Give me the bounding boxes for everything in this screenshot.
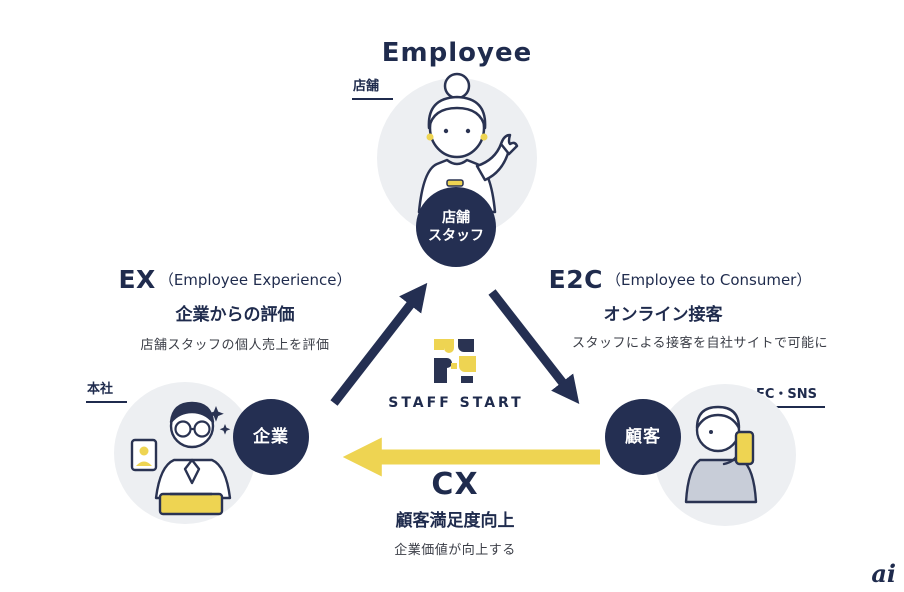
e2c-description: スタッフによる接客を自社サイトで可能に (571, 336, 829, 351)
staff-badge: 店舗 スタッフ (416, 187, 496, 267)
ai-watermark: ai (871, 559, 896, 588)
customer-badge: 顧客 (605, 399, 681, 475)
customer-illustration (652, 382, 798, 528)
store-tag: 店舗 (352, 79, 394, 100)
e2c-heading-abbr: E2C (548, 265, 603, 294)
ex-subtitle: 企業からの評価 (175, 305, 295, 325)
cx-subtitle: 顧客満足度向上 (395, 511, 515, 531)
company-badge: 企業 (233, 399, 309, 475)
customer-illustration-art (654, 384, 796, 526)
company-illustration-art (114, 382, 256, 524)
ec-sns-tag: EC・SNS (755, 387, 826, 408)
cx-description: 企業価値が向上する (394, 543, 516, 558)
ex-heading-abbr: EX (118, 265, 156, 294)
ex-heading-full: （Employee Experience） (158, 271, 352, 289)
puzzle-icon (434, 339, 476, 383)
ex-description: 店舗スタッフの個人売上を評価 (140, 338, 330, 353)
staff-badge-line2: スタッフ (428, 228, 484, 244)
customer-badge-label: 顧客 (625, 426, 661, 447)
cx-heading: CX (431, 467, 479, 502)
e2c-subtitle: オンライン接客 (603, 305, 723, 325)
staff-badge-line1: 店舗 (442, 209, 470, 226)
headquarters-tag: 本社 (86, 382, 128, 403)
employee-title: Employee (381, 38, 533, 68)
e2c-heading: E2C （Employee to Consumer） (525, 265, 835, 294)
company-illustration (112, 380, 258, 526)
company-badge-label: 企業 (253, 426, 289, 447)
staff-start-logo-text: STAFF START (388, 395, 524, 411)
ex-heading: EX （Employee Experience） (85, 265, 385, 294)
e2c-heading-full: （Employee to Consumer） (605, 271, 812, 289)
staff-start-logo-icon (429, 337, 481, 385)
